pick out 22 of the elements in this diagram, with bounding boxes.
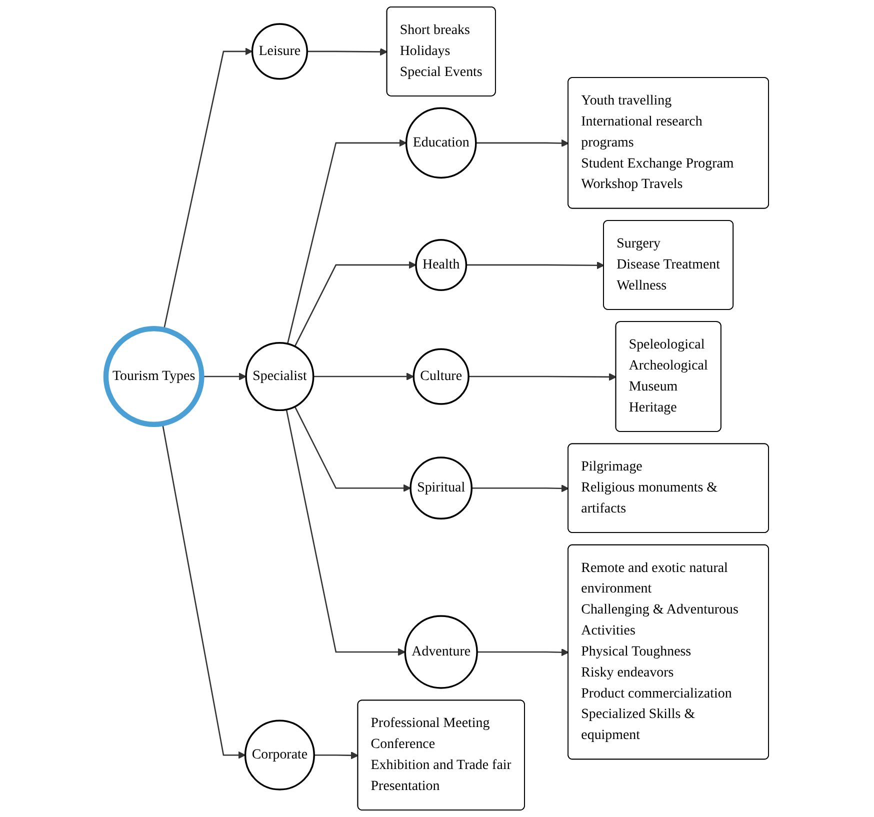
arrow xyxy=(162,48,252,330)
node-circle: Corporate xyxy=(244,720,315,790)
node-circle: Tourism Types xyxy=(103,326,204,427)
node-circle: Adventure xyxy=(404,615,478,689)
arrow xyxy=(468,373,616,381)
node-circle: Leisure xyxy=(251,23,308,80)
node-circle: Health xyxy=(414,238,467,291)
arrow xyxy=(286,139,406,344)
arrow xyxy=(294,261,416,347)
arrow xyxy=(313,372,414,380)
node-circle: Education xyxy=(405,107,476,179)
arrow xyxy=(286,409,406,656)
node-circle: Culture xyxy=(412,348,470,405)
arrow xyxy=(466,262,604,270)
arrow xyxy=(294,406,411,492)
arrow xyxy=(476,648,569,656)
arrow xyxy=(306,48,388,56)
arrow xyxy=(471,484,569,492)
node-circle: Spiritual xyxy=(409,456,472,520)
arrow xyxy=(476,139,569,148)
arrow xyxy=(314,752,358,760)
node-circle: Specialist xyxy=(244,342,314,412)
